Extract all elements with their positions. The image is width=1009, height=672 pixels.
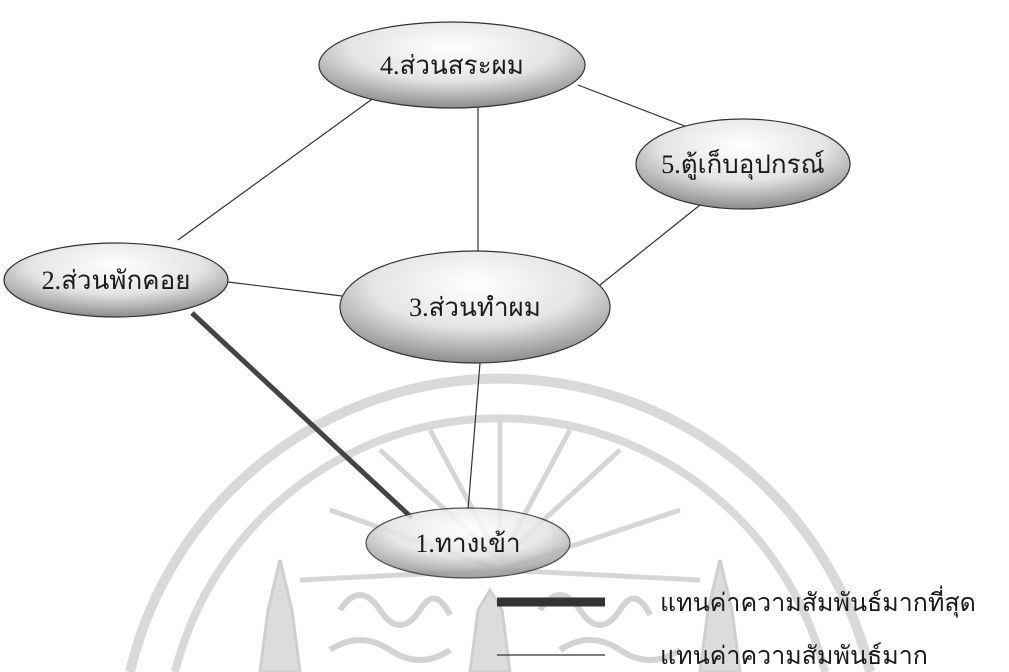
node-storage: 5.ตู้เก็บอุปกรณ์ <box>635 118 851 210</box>
line-hair-work-to-entrance <box>467 362 481 511</box>
line-waiting-to-entrance <box>190 311 414 520</box>
node-hair-work: 3.ส่วนทำผม <box>339 250 611 364</box>
node-hair-wash: 4.ส่วนสระผม <box>318 21 586 109</box>
node-entrance: 1.ทางเข้า <box>365 507 571 579</box>
line-hair-wash-to-waiting <box>177 96 376 241</box>
node-hair-work-label: 3.ส่วนทำผม <box>409 293 541 322</box>
node-waiting: 2.ส่วนพักคอย <box>3 242 229 318</box>
line-waiting-to-hair-work <box>227 281 343 297</box>
node-entrance-label: 1.ทางเข้า <box>415 529 520 558</box>
node-waiting-label: 2.ส่วนพักคอย <box>42 266 191 295</box>
legend: แทนค่าความสัมพันธ์มากที่สุด แทนค่าความสั… <box>497 585 976 670</box>
line-hair-wash-to-storage <box>577 84 691 129</box>
node-hair-wash-label: 4.ส่วนสระผม <box>380 51 524 80</box>
legend-label-high: แทนค่าความสัมพันธ์มาก <box>660 642 928 670</box>
connections <box>177 84 701 520</box>
line-storage-to-hair-work <box>599 204 701 286</box>
legend-label-highest: แทนค่าความสัมพันธ์มากที่สุด <box>660 585 976 618</box>
node-storage-label: 5.ตู้เก็บอุปกรณ์ <box>661 148 824 180</box>
